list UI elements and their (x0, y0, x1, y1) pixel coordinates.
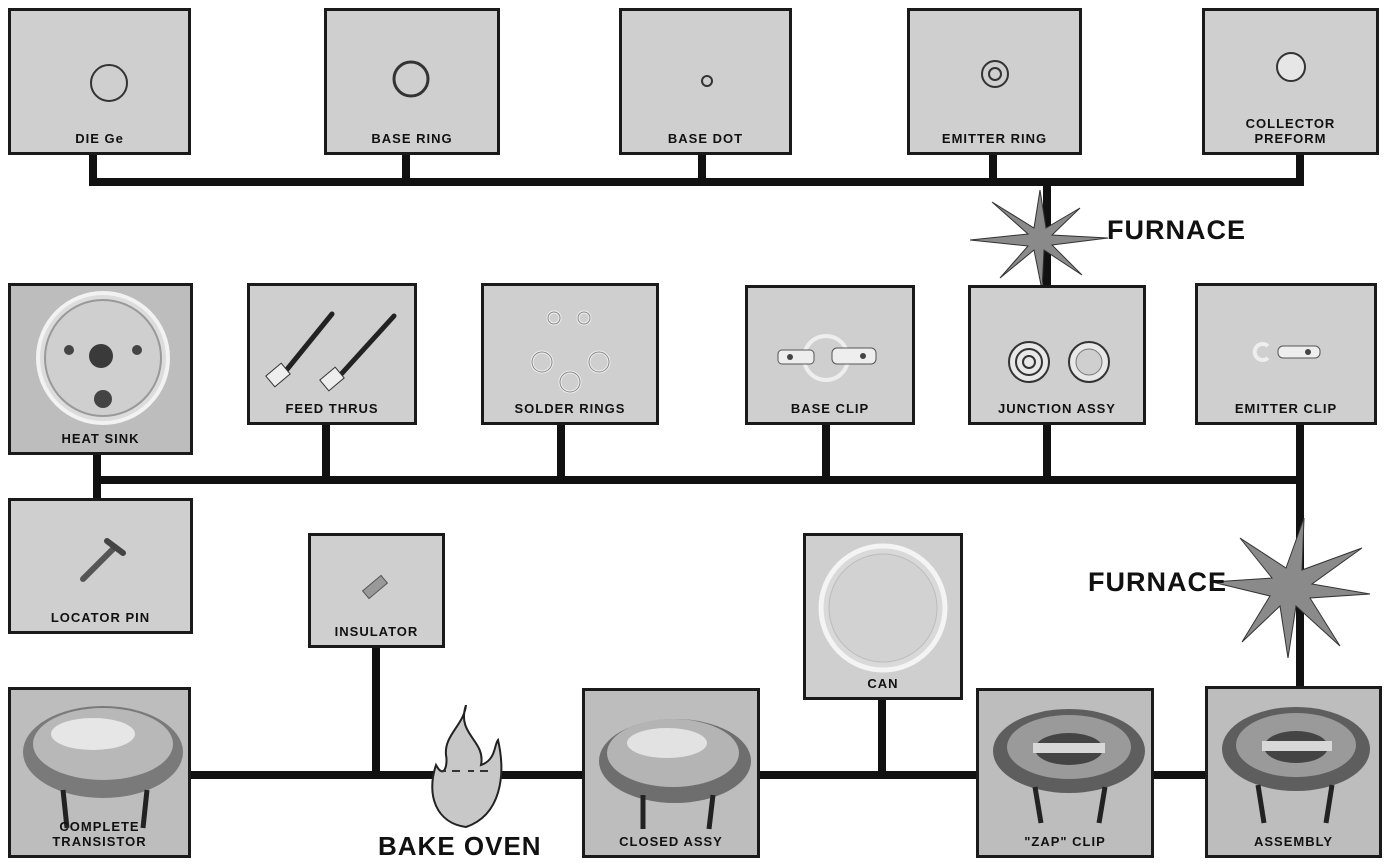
part-label: COMPLETE TRANSISTOR (11, 819, 188, 849)
part-base-ring: BASE RING (324, 8, 500, 155)
part-insulator: INSULATOR (308, 533, 445, 648)
part-label: HEAT SINK (11, 431, 190, 446)
part-label: BASE CLIP (748, 401, 912, 416)
heat-sink-icon (11, 286, 193, 455)
part-feed-thrus: FEED THRUS (247, 283, 417, 425)
part-assembly: ASSEMBLY (1205, 686, 1382, 858)
part-can: CAN (803, 533, 963, 700)
closed-assy-icon (585, 691, 760, 858)
bake-oven-label: BAKE OVEN (378, 831, 542, 862)
part-label: EMITTER CLIP (1198, 401, 1374, 416)
part-base-dot: BASE DOT (619, 8, 792, 155)
part-base-clip: BASE CLIP (745, 285, 915, 425)
part-junction-assy: JUNCTION ASSY (968, 285, 1146, 425)
part-closed-assy: CLOSED ASSY (582, 688, 760, 858)
flame-icon (426, 705, 506, 830)
assembly-icon (1208, 689, 1382, 858)
part-label: FEED THRUS (250, 401, 414, 416)
part-label: BASE DOT (622, 131, 789, 146)
part-heat-sink: HEAT SINK (8, 283, 193, 455)
part-label: COLLECTOR PREFORM (1205, 116, 1376, 146)
furnace-star-icon (1212, 518, 1372, 658)
part-label: "ZAP" CLIP (979, 834, 1151, 849)
part-label: CAN (806, 676, 960, 691)
furnace-label: FURNACE (1107, 215, 1246, 246)
part-label: SOLDER RINGS (484, 401, 656, 416)
part-emitter-ring: EMITTER RING (907, 8, 1082, 155)
furnace-star-icon (970, 190, 1110, 290)
part-label: BASE RING (327, 131, 497, 146)
part-label: CLOSED ASSY (585, 834, 757, 849)
part-zap-clip: "ZAP" CLIP (976, 688, 1154, 858)
zap-clip-icon (979, 691, 1154, 858)
part-complete-transistor: COMPLETE TRANSISTOR (8, 687, 191, 858)
part-die-ge: DIE Ge (8, 8, 191, 155)
part-solder-rings: SOLDER RINGS (481, 283, 659, 425)
furnace-label: FURNACE (1088, 567, 1227, 598)
part-emitter-clip: EMITTER CLIP (1195, 283, 1377, 425)
part-label: INSULATOR (311, 624, 442, 639)
part-label: JUNCTION ASSY (971, 401, 1143, 416)
part-locator-pin: LOCATOR PIN (8, 498, 193, 634)
part-label: LOCATOR PIN (11, 610, 190, 625)
part-label: DIE Ge (11, 131, 188, 146)
part-collector-preform: COLLECTOR PREFORM (1202, 8, 1379, 155)
part-label: ASSEMBLY (1208, 834, 1379, 849)
part-label: EMITTER RING (910, 131, 1079, 146)
